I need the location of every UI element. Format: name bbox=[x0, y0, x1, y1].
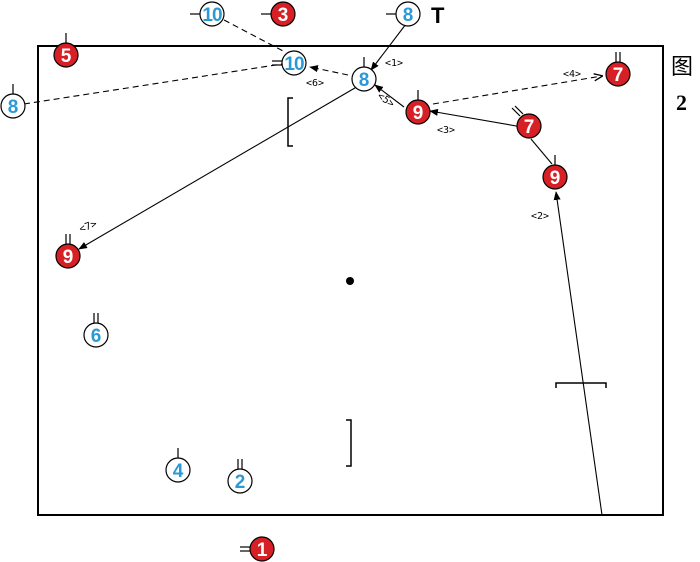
seq-label-1: <1> bbox=[385, 58, 403, 69]
player-blue-10: 10 bbox=[272, 50, 307, 76]
player-number: 7 bbox=[524, 117, 535, 138]
dashed-b bbox=[23, 63, 283, 105]
player-disc bbox=[605, 61, 631, 87]
player-red-9: 9 bbox=[542, 155, 568, 190]
dashed-a bbox=[223, 19, 286, 53]
player-number: 8 bbox=[8, 97, 19, 118]
player-blue-10: 10 bbox=[190, 1, 225, 27]
player-disc bbox=[270, 1, 296, 27]
player-red-9: 9 bbox=[55, 234, 81, 269]
player-number: 5 bbox=[61, 46, 72, 67]
player-disc bbox=[53, 42, 79, 68]
path-3b bbox=[530, 138, 553, 165]
orientation-tick bbox=[514, 105, 524, 115]
player-disc bbox=[351, 66, 377, 92]
player-red-7: 7 bbox=[605, 52, 631, 87]
bracket-right bbox=[555, 382, 607, 388]
seq-label-7: <7> bbox=[78, 219, 99, 236]
player-number: 7 bbox=[613, 65, 624, 86]
pitch-boundary bbox=[37, 45, 664, 516]
player-number: 1 bbox=[257, 540, 268, 561]
player-blue-8: 8 bbox=[0, 84, 26, 119]
player-number: 9 bbox=[63, 247, 74, 268]
seq-label-3: <3> bbox=[437, 125, 455, 136]
player-number: 8 bbox=[403, 5, 414, 26]
player-number: 9 bbox=[550, 168, 561, 189]
dashed-paths bbox=[23, 19, 602, 105]
player-red-9: 9 bbox=[405, 90, 431, 125]
player-blue-8: 8 bbox=[351, 57, 377, 92]
player-blue-6: 6 bbox=[83, 313, 109, 348]
path-1 bbox=[370, 23, 407, 71]
player-red-7: 7 bbox=[511, 105, 542, 139]
seq-label-2: <2> bbox=[531, 211, 549, 222]
player-disc bbox=[165, 457, 191, 483]
path-5 bbox=[374, 84, 405, 108]
player-number: 8 bbox=[359, 70, 370, 91]
dashed-6 bbox=[309, 65, 349, 76]
player-disc bbox=[55, 243, 81, 269]
seq-label-5: <5> bbox=[375, 91, 396, 110]
player-number: 6 bbox=[91, 326, 102, 347]
player-number: 2 bbox=[235, 472, 246, 493]
player-disc bbox=[281, 50, 307, 76]
player-disc bbox=[395, 1, 421, 27]
center-spot bbox=[346, 277, 354, 285]
player-red-5: 5 bbox=[53, 33, 79, 68]
player-disc bbox=[227, 468, 253, 494]
player-number: 3 bbox=[278, 5, 289, 26]
path-3 bbox=[429, 108, 523, 128]
player-blue-8: 8 bbox=[386, 1, 421, 27]
player-red-3: 3 bbox=[261, 1, 296, 27]
dashed-c bbox=[432, 76, 602, 105]
path-2 bbox=[553, 191, 603, 516]
player-number: 10 bbox=[284, 54, 304, 75]
t-marker: T bbox=[431, 3, 445, 28]
player-disc bbox=[542, 164, 568, 190]
seq-label-6: <6> bbox=[306, 78, 324, 89]
figure-caption-number: 2 bbox=[676, 90, 687, 115]
sequence-labels: <1> <2> <3> <4> <5> <6> <7> bbox=[78, 58, 581, 235]
player-number: 4 bbox=[173, 461, 184, 482]
player-number: 10 bbox=[202, 5, 222, 26]
player-blue-4: 4 bbox=[165, 448, 191, 483]
player-disc bbox=[199, 1, 225, 27]
player-disc bbox=[249, 536, 275, 562]
seq-label-4: <4> bbox=[563, 69, 581, 80]
player-disc bbox=[516, 113, 542, 139]
path-7 bbox=[78, 84, 361, 250]
player-red-1: 1 bbox=[240, 536, 275, 562]
player-number: 9 bbox=[413, 103, 424, 124]
solid-paths bbox=[78, 23, 603, 516]
players-layer: 5 3 7 9 7 9 9 1 10 8 10 8 8 6 4 2 bbox=[0, 1, 631, 562]
orientation-tick bbox=[511, 107, 521, 117]
figure-caption-prefix: 图 bbox=[671, 55, 693, 80]
bracket-left bbox=[287, 97, 293, 147]
bracket-bottom bbox=[346, 419, 352, 467]
player-blue-2: 2 bbox=[227, 459, 253, 494]
player-disc bbox=[83, 322, 109, 348]
player-disc bbox=[405, 99, 431, 125]
player-disc bbox=[0, 93, 26, 119]
